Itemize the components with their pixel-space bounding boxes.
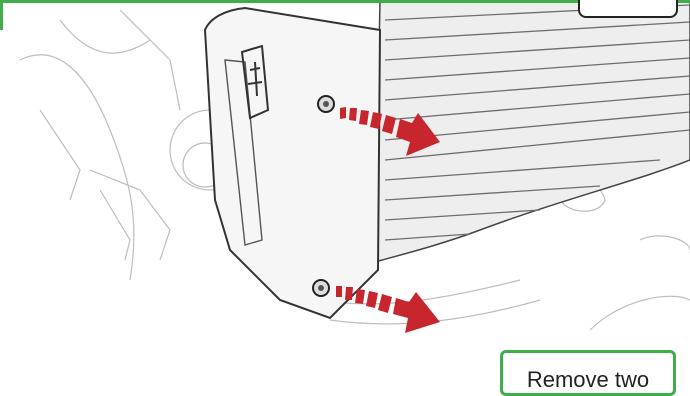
lower-arrow: [336, 286, 440, 333]
radiator-sketch: [0, 0, 690, 374]
radiator-guard-plate: [205, 8, 380, 318]
callout-label: Remove two: [503, 367, 673, 393]
callout-box-bottom: Remove two: [500, 350, 676, 396]
callout-box-top: [578, 0, 678, 18]
illustration: Remove two: [0, 0, 690, 374]
frame-border-left: [0, 0, 3, 30]
